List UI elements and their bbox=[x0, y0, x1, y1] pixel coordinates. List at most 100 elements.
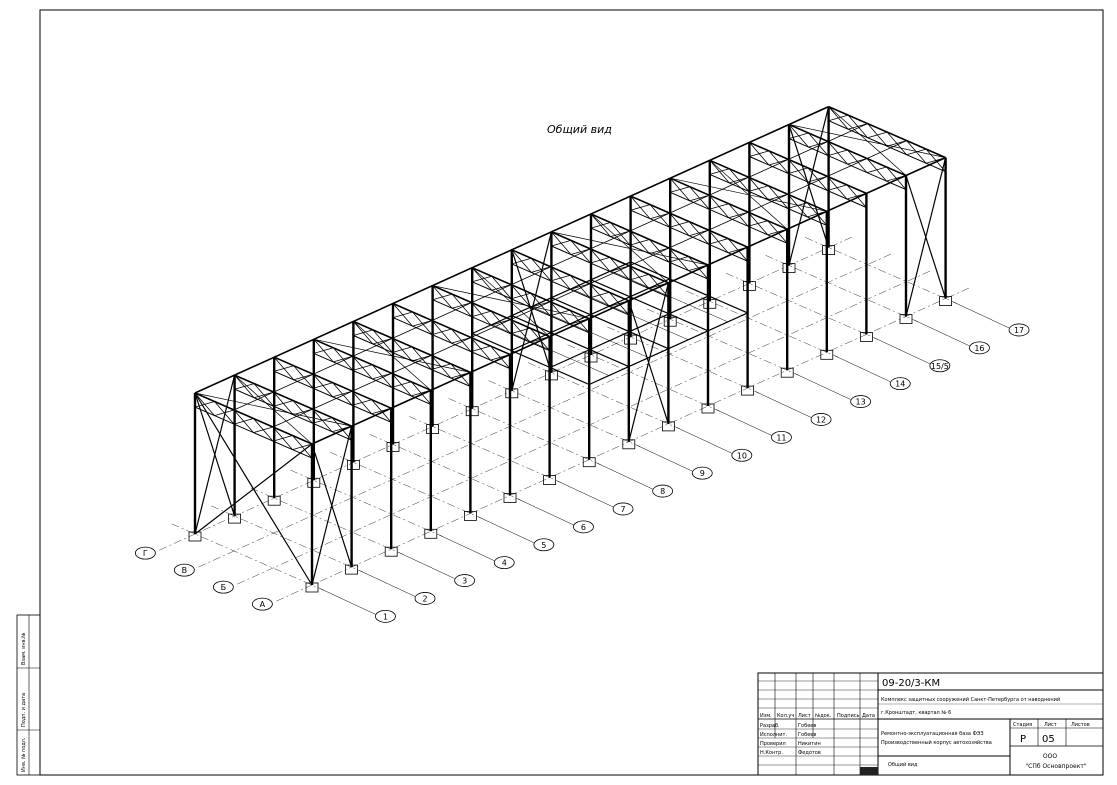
truss-web bbox=[630, 195, 651, 219]
truss-web bbox=[233, 409, 254, 433]
truss-web bbox=[491, 275, 512, 300]
truss-web bbox=[708, 194, 730, 219]
stage-value: Р bbox=[1020, 734, 1026, 745]
side-label-0: Взам. инв.№ bbox=[21, 632, 27, 665]
role-0: Разраб. bbox=[760, 723, 780, 729]
side-label-2: Инв. № подл. bbox=[21, 737, 27, 772]
axis-marker-7-label: 7 bbox=[621, 505, 626, 514]
truss-web bbox=[490, 310, 511, 334]
axis-line bbox=[409, 416, 562, 483]
role-name-0: Гобеев bbox=[798, 723, 816, 729]
axis-marker-6 bbox=[573, 520, 594, 534]
outer-frame bbox=[39, 9, 1104, 776]
stage-label: Стадия bbox=[1013, 722, 1032, 728]
platform-beam bbox=[630, 261, 748, 314]
purlin bbox=[668, 229, 709, 249]
axis-leader bbox=[517, 498, 574, 526]
axis-marker-letter-2-label: В bbox=[182, 566, 188, 575]
truss-web bbox=[510, 319, 531, 343]
role-name-1: Гобеев bbox=[798, 732, 816, 738]
truss-web bbox=[827, 176, 848, 200]
axis-marker-letter-1 bbox=[212, 580, 234, 594]
roof-bracing bbox=[432, 285, 590, 320]
axis-marker-5-label: 5 bbox=[541, 541, 546, 550]
truss-web bbox=[629, 230, 650, 254]
truss-web bbox=[392, 303, 413, 327]
purlin bbox=[233, 391, 274, 411]
axis-line bbox=[211, 505, 364, 573]
purlin bbox=[431, 337, 472, 356]
purlin bbox=[391, 355, 432, 374]
axis-line bbox=[567, 344, 720, 412]
axis-line bbox=[725, 273, 879, 340]
truss-web bbox=[688, 256, 709, 280]
axis-line bbox=[646, 308, 799, 376]
axis-leader bbox=[913, 319, 970, 347]
title-block: Изм. Кол.уч Лист №док. Подпись Дата Разр… bbox=[757, 672, 1104, 776]
purlin bbox=[510, 301, 551, 320]
axis-leader bbox=[359, 570, 416, 597]
axis-line bbox=[765, 255, 918, 322]
axis-marker-5 bbox=[533, 538, 555, 552]
axis-marker-10 bbox=[731, 448, 753, 462]
truss-web bbox=[511, 249, 532, 273]
purlin bbox=[352, 338, 393, 357]
platform-joist bbox=[491, 324, 610, 376]
vertical-bracing bbox=[311, 443, 353, 568]
purlin bbox=[708, 211, 749, 231]
purlin bbox=[748, 193, 788, 213]
axis-marker-14 bbox=[889, 377, 911, 391]
role-3: Н.Контр. bbox=[760, 750, 783, 756]
truss-web bbox=[806, 202, 828, 226]
truss-web bbox=[767, 220, 788, 244]
platform-joist bbox=[531, 306, 649, 358]
truss-web bbox=[925, 148, 946, 172]
purlin bbox=[273, 373, 314, 393]
truss-web bbox=[371, 399, 392, 423]
truss-web bbox=[590, 213, 611, 237]
purlin bbox=[788, 141, 829, 160]
truss-web bbox=[292, 400, 313, 424]
truss-web bbox=[331, 417, 352, 441]
col-header-doc: №док. bbox=[815, 713, 832, 719]
purlin bbox=[589, 265, 630, 285]
purlin bbox=[550, 248, 591, 268]
axis-leader bbox=[557, 480, 614, 508]
truss-web bbox=[748, 177, 769, 201]
truss-web bbox=[808, 132, 829, 156]
purlin bbox=[471, 284, 512, 303]
axis-marker-1 bbox=[375, 609, 396, 623]
project-line-2: г.Кронштадт, квартал № 6 bbox=[881, 710, 951, 716]
roof-bracing bbox=[670, 177, 827, 212]
axis-line bbox=[329, 452, 483, 519]
axis-leader bbox=[478, 516, 534, 543]
truss-web bbox=[787, 194, 808, 218]
truss-web bbox=[669, 177, 691, 202]
truss-web bbox=[312, 408, 333, 432]
platform-joist bbox=[590, 279, 709, 332]
truss-web bbox=[846, 184, 867, 208]
axis-marker-letter-0-label: А bbox=[260, 600, 266, 609]
truss-web bbox=[550, 266, 571, 290]
roof-bracing bbox=[788, 124, 946, 158]
truss-web bbox=[649, 239, 670, 263]
axis-leader bbox=[438, 534, 495, 561]
col-header-list: Лист bbox=[798, 713, 811, 719]
truss-web bbox=[649, 204, 670, 228]
purlin bbox=[827, 123, 868, 142]
axis-marker-14-label: 14 bbox=[895, 380, 905, 389]
truss-web bbox=[391, 373, 412, 397]
purlin bbox=[272, 408, 313, 428]
truss-web bbox=[728, 168, 750, 192]
truss-web bbox=[471, 302, 492, 326]
axis-marker-12-label: 12 bbox=[816, 415, 826, 424]
vertical-bracing bbox=[628, 300, 669, 425]
axis-leader bbox=[398, 552, 455, 579]
company-line-1: ООО bbox=[1043, 753, 1057, 760]
purlin bbox=[590, 230, 631, 250]
axis-marker-letter-0 bbox=[251, 597, 273, 611]
truss-web bbox=[747, 211, 769, 236]
truss-web bbox=[332, 347, 354, 371]
axis-leader bbox=[834, 355, 891, 382]
